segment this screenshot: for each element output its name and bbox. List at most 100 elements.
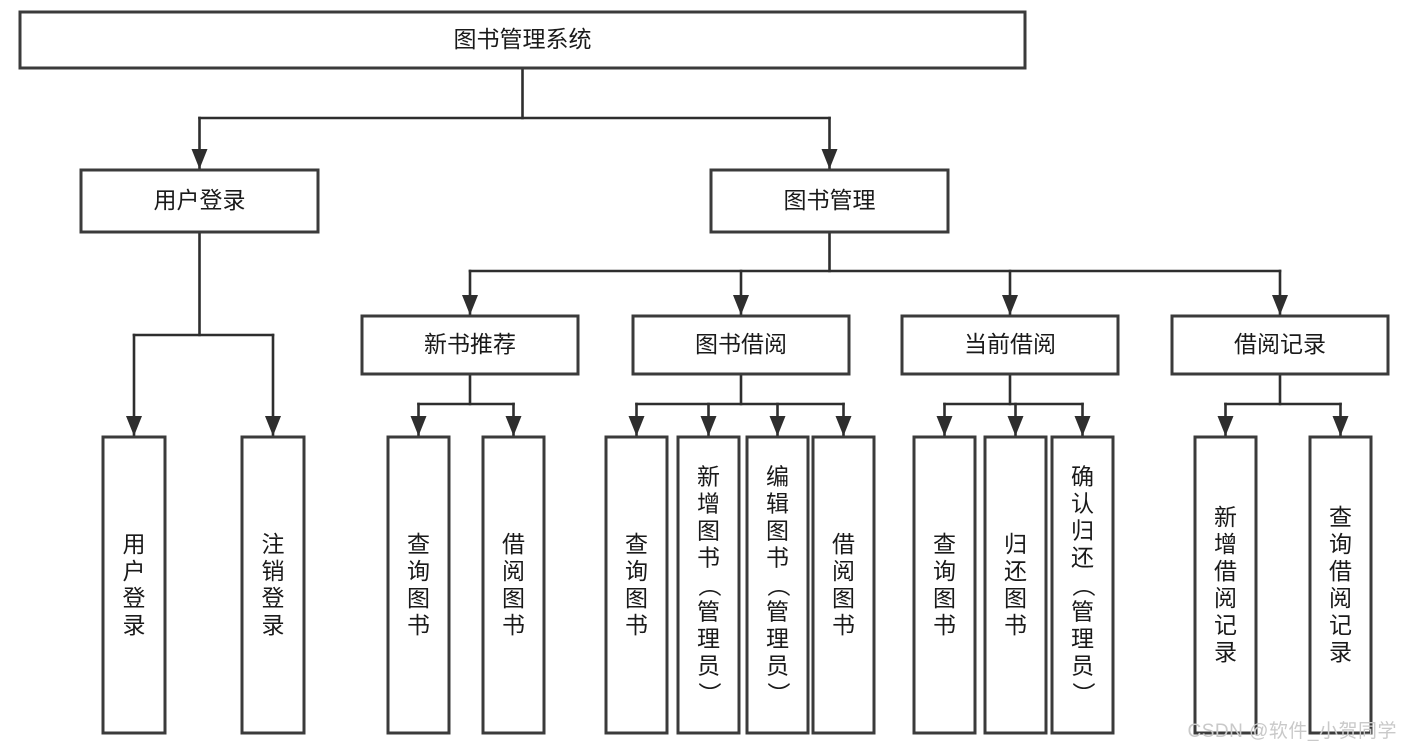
arrow-head-icon: [126, 416, 142, 436]
node-label-char: 借: [1329, 558, 1352, 584]
arrow-head-icon: [1332, 416, 1349, 436]
node-label-char: 询: [407, 558, 430, 584]
node-label-char: 户: [123, 558, 146, 584]
node-label-char: 查: [1329, 504, 1352, 530]
node-box: [1050, 435, 1115, 735]
node-l2b[interactable]: 图书借阅: [631, 314, 851, 376]
arrow-head-icon: [936, 416, 953, 436]
node-label-char: 阅: [502, 558, 525, 584]
node-label-char: （: [1071, 574, 1097, 597]
node-label-char: 借: [832, 531, 855, 557]
arrow-head-icon: [769, 416, 786, 436]
node-label: 图书管理系统: [454, 26, 592, 52]
node-label-char: 销: [262, 558, 285, 584]
node-l2a[interactable]: 新书推荐: [360, 314, 580, 376]
node-label-char: 新: [697, 464, 720, 490]
node-label-char: 书: [1004, 612, 1027, 638]
node-box: [101, 435, 167, 735]
node-label-char: 图: [697, 518, 720, 544]
node-label-char: 书: [407, 612, 430, 638]
node-box: [631, 314, 851, 376]
arrow-head-icon: [821, 149, 838, 169]
node-label-char: 书: [832, 612, 855, 638]
node-label-char: ）: [766, 682, 792, 705]
node-label-char: ）: [697, 682, 723, 705]
node-box: [745, 435, 810, 735]
node-box: [481, 435, 546, 735]
csdn-watermark: CSDN @软件_小贺同学: [1187, 721, 1397, 742]
node-box: [709, 168, 950, 234]
arrow-head-icon: [1007, 416, 1024, 436]
node-box: [1308, 435, 1373, 735]
node-label-char: 增: [1214, 531, 1237, 557]
node-box: [604, 435, 669, 735]
node-label-char: 编: [766, 464, 789, 490]
node-root[interactable]: 图书管理系统: [18, 10, 1027, 70]
node-label-char: 阅: [1214, 585, 1237, 611]
node-label-char: 理: [697, 626, 720, 652]
node-label-char: 管: [1071, 599, 1094, 625]
node-label-char: 借: [1214, 558, 1237, 584]
node-box: [912, 435, 977, 735]
node-label-char: 图: [766, 518, 789, 544]
arrow-head-icon: [1272, 295, 1288, 315]
node-label-char: 查: [933, 531, 956, 557]
node-label-char: （: [766, 574, 792, 597]
node-label-char: 书: [933, 612, 956, 638]
node-label-char: 还: [1071, 545, 1094, 571]
arrow-head-icon: [265, 416, 281, 436]
node-label-char: 图: [832, 585, 855, 611]
arrow-head-icon: [1074, 416, 1091, 436]
node-label-char: 书: [625, 612, 648, 638]
node-box: [811, 435, 876, 735]
node-label: 用户登录: [154, 187, 246, 213]
node-label-char: 归: [1071, 518, 1094, 544]
node-box: [1170, 314, 1390, 376]
node-label-char: 认: [1071, 491, 1094, 517]
node-label-char: 辑: [766, 491, 789, 517]
arrow-head-icon: [191, 149, 208, 169]
node-label-char: （: [697, 574, 723, 597]
arrow-head-icon: [410, 416, 427, 436]
node-label: 借阅记录: [1234, 331, 1326, 357]
node-label-char: 询: [625, 558, 648, 584]
arrow-head-icon: [1217, 416, 1234, 436]
node-label-char: 员: [766, 653, 789, 679]
node-label-char: 员: [697, 653, 720, 679]
node-label-char: 确: [1071, 464, 1094, 490]
node-box: [983, 435, 1048, 735]
node-label-char: 理: [766, 626, 789, 652]
node-label-char: 用: [123, 531, 146, 557]
node-label-char: 查: [407, 531, 430, 557]
node-l1b[interactable]: 图书管理: [709, 168, 950, 234]
node-leaf1[interactable]: 用户登录: [101, 435, 167, 735]
arrow-head-icon: [733, 295, 749, 315]
node-box: [676, 435, 741, 735]
node-label-char: 书: [697, 545, 720, 571]
node-label-char: 还: [1004, 558, 1027, 584]
node-label-char: 询: [1329, 531, 1352, 557]
node-label-char: 记: [1329, 612, 1352, 638]
arrow-head-icon: [628, 416, 645, 436]
node-l1a[interactable]: 用户登录: [79, 168, 320, 234]
node-label-char: 录: [1214, 639, 1237, 665]
node-label-char: 书: [502, 612, 525, 638]
node-label-char: 书: [766, 545, 789, 571]
node-l2d[interactable]: 借阅记录: [1170, 314, 1390, 376]
node-l2c[interactable]: 当前借阅: [900, 314, 1120, 376]
node-label-char: 录: [1329, 639, 1352, 665]
arrow-head-icon: [462, 295, 478, 315]
